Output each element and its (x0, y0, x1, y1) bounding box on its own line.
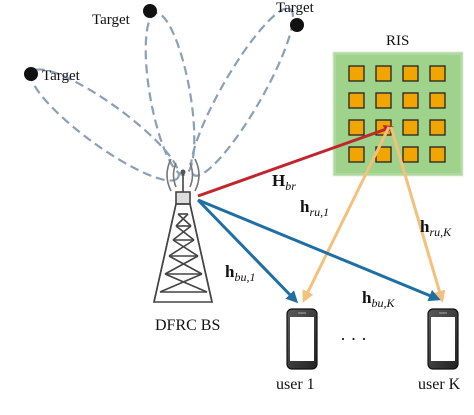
ris-element-grid (348, 65, 446, 163)
base-station-label: DFRC BS (155, 317, 220, 334)
arrow-ris-to-user-1 (302, 126, 391, 303)
ris-element (402, 65, 419, 82)
channel-labels: Hbr hru,1 hru,K hbu,1 hbu,K (225, 171, 452, 310)
ris-label: RIS (386, 33, 409, 49)
arrow-bs-to-user-1 (196, 198, 299, 304)
channel-label-h-br: Hbr (272, 171, 296, 193)
ris-element (348, 146, 365, 163)
targets: Target Target Target (24, 0, 315, 84)
ris-element (429, 92, 446, 109)
channel-label-h-ru-k: hru,K (420, 217, 452, 239)
users: user 1 · · · user K (276, 308, 461, 393)
channel-label-h-bu-1: hbu,1 (225, 262, 255, 284)
ris-element (402, 92, 419, 109)
phone-icon (427, 308, 459, 370)
beam-lobe-right (189, 7, 295, 177)
target-dot (143, 4, 157, 18)
ris-element (402, 119, 419, 136)
ris-element (429, 146, 446, 163)
signal-waves-icon (166, 158, 200, 192)
arrow-bs-to-user-k (197, 198, 441, 302)
user-label: user K (418, 376, 461, 393)
ris-element (348, 92, 365, 109)
arrow-ris-to-user-k (389, 126, 446, 303)
ris-element (429, 119, 446, 136)
ellipsis: · · · (340, 329, 367, 349)
target-label: Target (42, 68, 81, 84)
ris-element (429, 65, 446, 82)
target-dot (24, 67, 38, 81)
dfrc-base-station: DFRC BS (153, 158, 220, 334)
ris-element (348, 65, 365, 82)
tower-icon (153, 174, 213, 303)
beam-lobes (30, 7, 295, 182)
beam-lobe-left (30, 68, 180, 182)
ris-element (348, 119, 365, 136)
ris-panel: RIS (332, 33, 464, 177)
ris-element (375, 65, 392, 82)
target-label: Target (92, 12, 131, 28)
target-dot (290, 18, 304, 32)
channel-label-h-bu-k: hbu,K (362, 288, 395, 310)
phone-icon (286, 308, 318, 370)
ris-element (402, 146, 419, 163)
user-label: user 1 (276, 376, 315, 393)
ris-element (375, 92, 392, 109)
arrow-bs-to-ris (197, 124, 394, 198)
target-label: Target (276, 0, 315, 16)
channel-arrows (196, 124, 446, 304)
channel-label-h-ru-1: hru,1 (300, 197, 329, 219)
